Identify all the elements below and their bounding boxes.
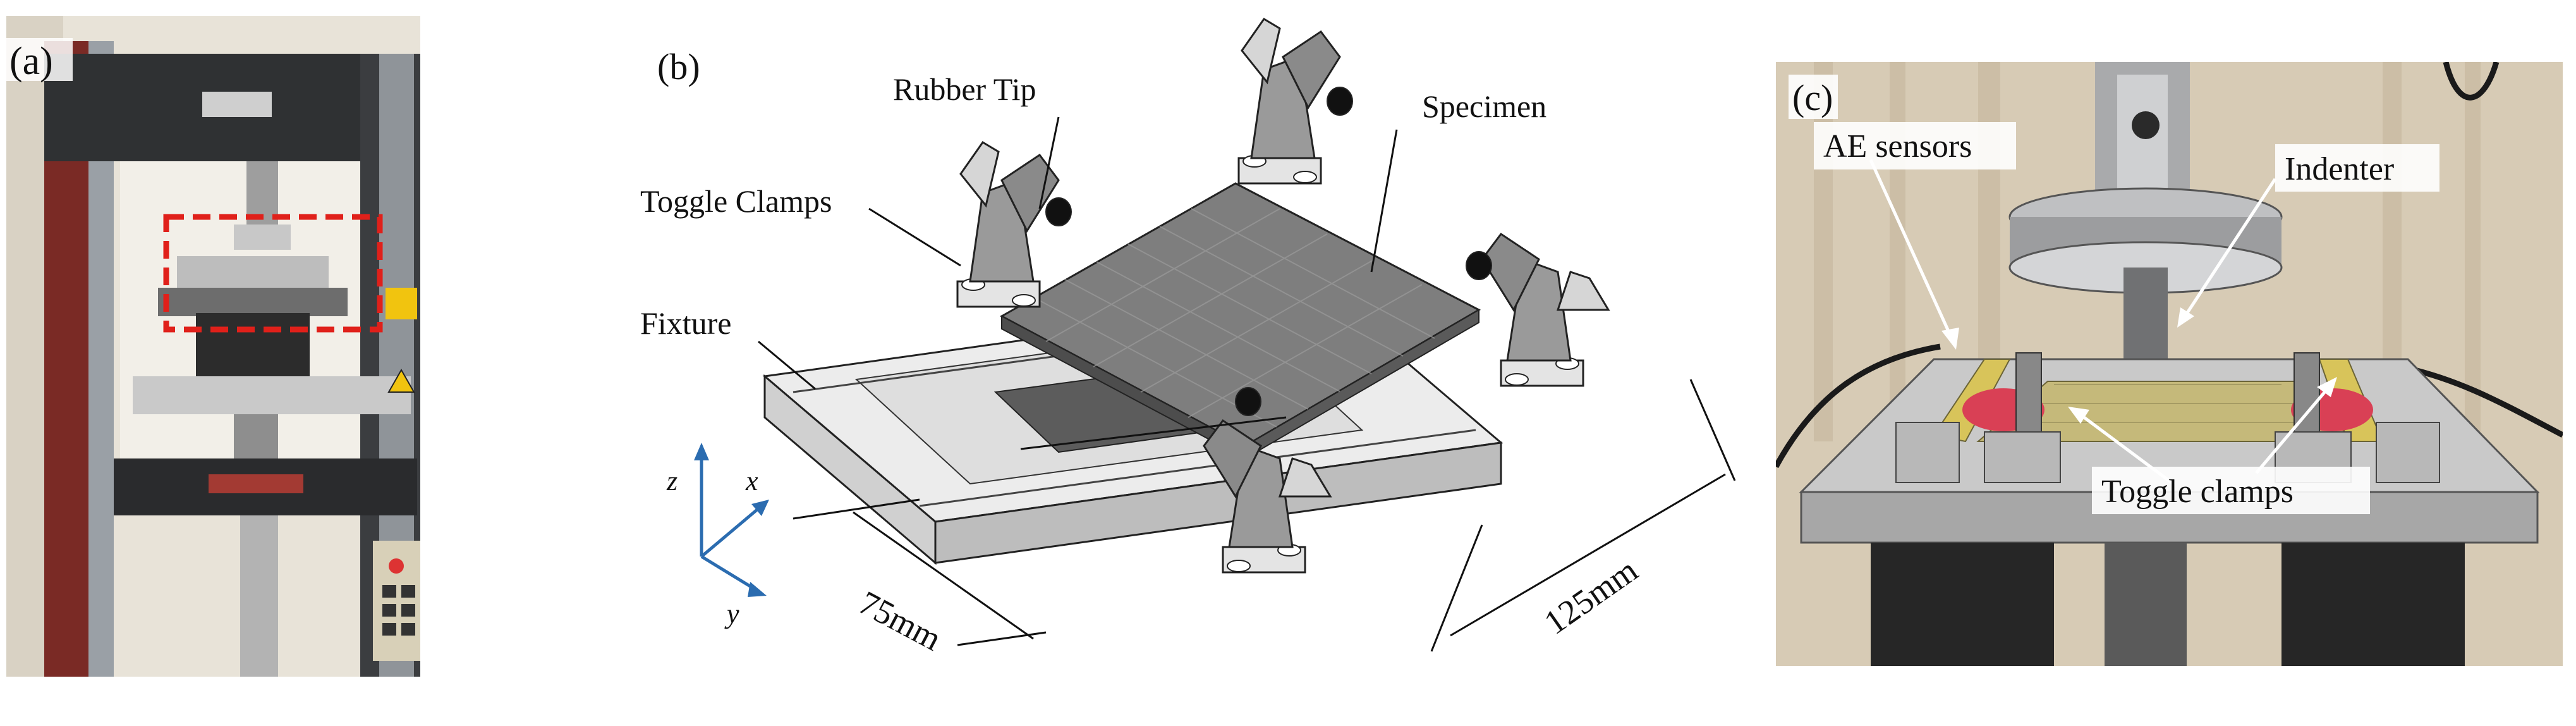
label-indenter: Indenter xyxy=(2285,151,2394,187)
label-rubber-tip: Rubber Tip xyxy=(893,71,1036,107)
highlight-box xyxy=(163,214,383,333)
panel-b-label: (b) xyxy=(657,46,700,87)
axis-label-x: x xyxy=(745,465,758,496)
dimension-label-125mm: 125mm xyxy=(1537,551,1644,642)
panel-a-label: (a) xyxy=(9,40,53,83)
toggle-clamp-2 xyxy=(1237,17,1353,185)
axis-label-y: y xyxy=(724,598,739,629)
leader-fixture xyxy=(758,340,816,390)
panel-a-testing-machine: (a) xyxy=(6,16,420,677)
test-setup-photo: (c) AE sensors Indenter Toggle clamps xyxy=(1776,62,2563,666)
label-fixture: Fixture xyxy=(640,305,731,341)
leader-rubber-tip xyxy=(1038,116,1060,209)
dimension-75mm xyxy=(793,416,1287,646)
panel-c-test-setup: (c) AE sensors Indenter Toggle clamps xyxy=(1776,62,2563,666)
arrow-toggle-right xyxy=(2255,390,2327,474)
dimension-125mm xyxy=(1430,379,1736,652)
panel-c-label: (c) xyxy=(1792,77,1833,118)
toggle-clamp-4 xyxy=(1203,387,1332,574)
label-toggle-clamps: Toggle clamps xyxy=(2101,474,2293,510)
axis-label-z: z xyxy=(666,465,677,496)
leader-specimen xyxy=(1370,129,1398,273)
arrow-ae-sensors xyxy=(1869,159,1952,335)
toggle-clamp-3 xyxy=(1466,232,1610,387)
dimension-label-75mm: 75mm xyxy=(853,584,947,658)
fixture-schematic: (b) Rubber Tip Specimen Toggle Clamps Fi… xyxy=(640,17,1736,658)
label-ae-sensors: AE sensors xyxy=(1823,128,1972,164)
toggle-clamp-1 xyxy=(956,140,1072,308)
testing-machine-photo: (a) xyxy=(6,16,420,677)
panel-b-fixture-schematic: (b) Rubber Tip Specimen Toggle Clamps Fi… xyxy=(604,0,1804,726)
axis-triad xyxy=(694,443,769,597)
label-specimen: Specimen xyxy=(1422,89,1546,124)
arrow-indenter xyxy=(2185,178,2277,315)
label-toggle-clamps: Toggle Clamps xyxy=(640,183,832,219)
leader-toggle-clamps xyxy=(868,207,961,267)
